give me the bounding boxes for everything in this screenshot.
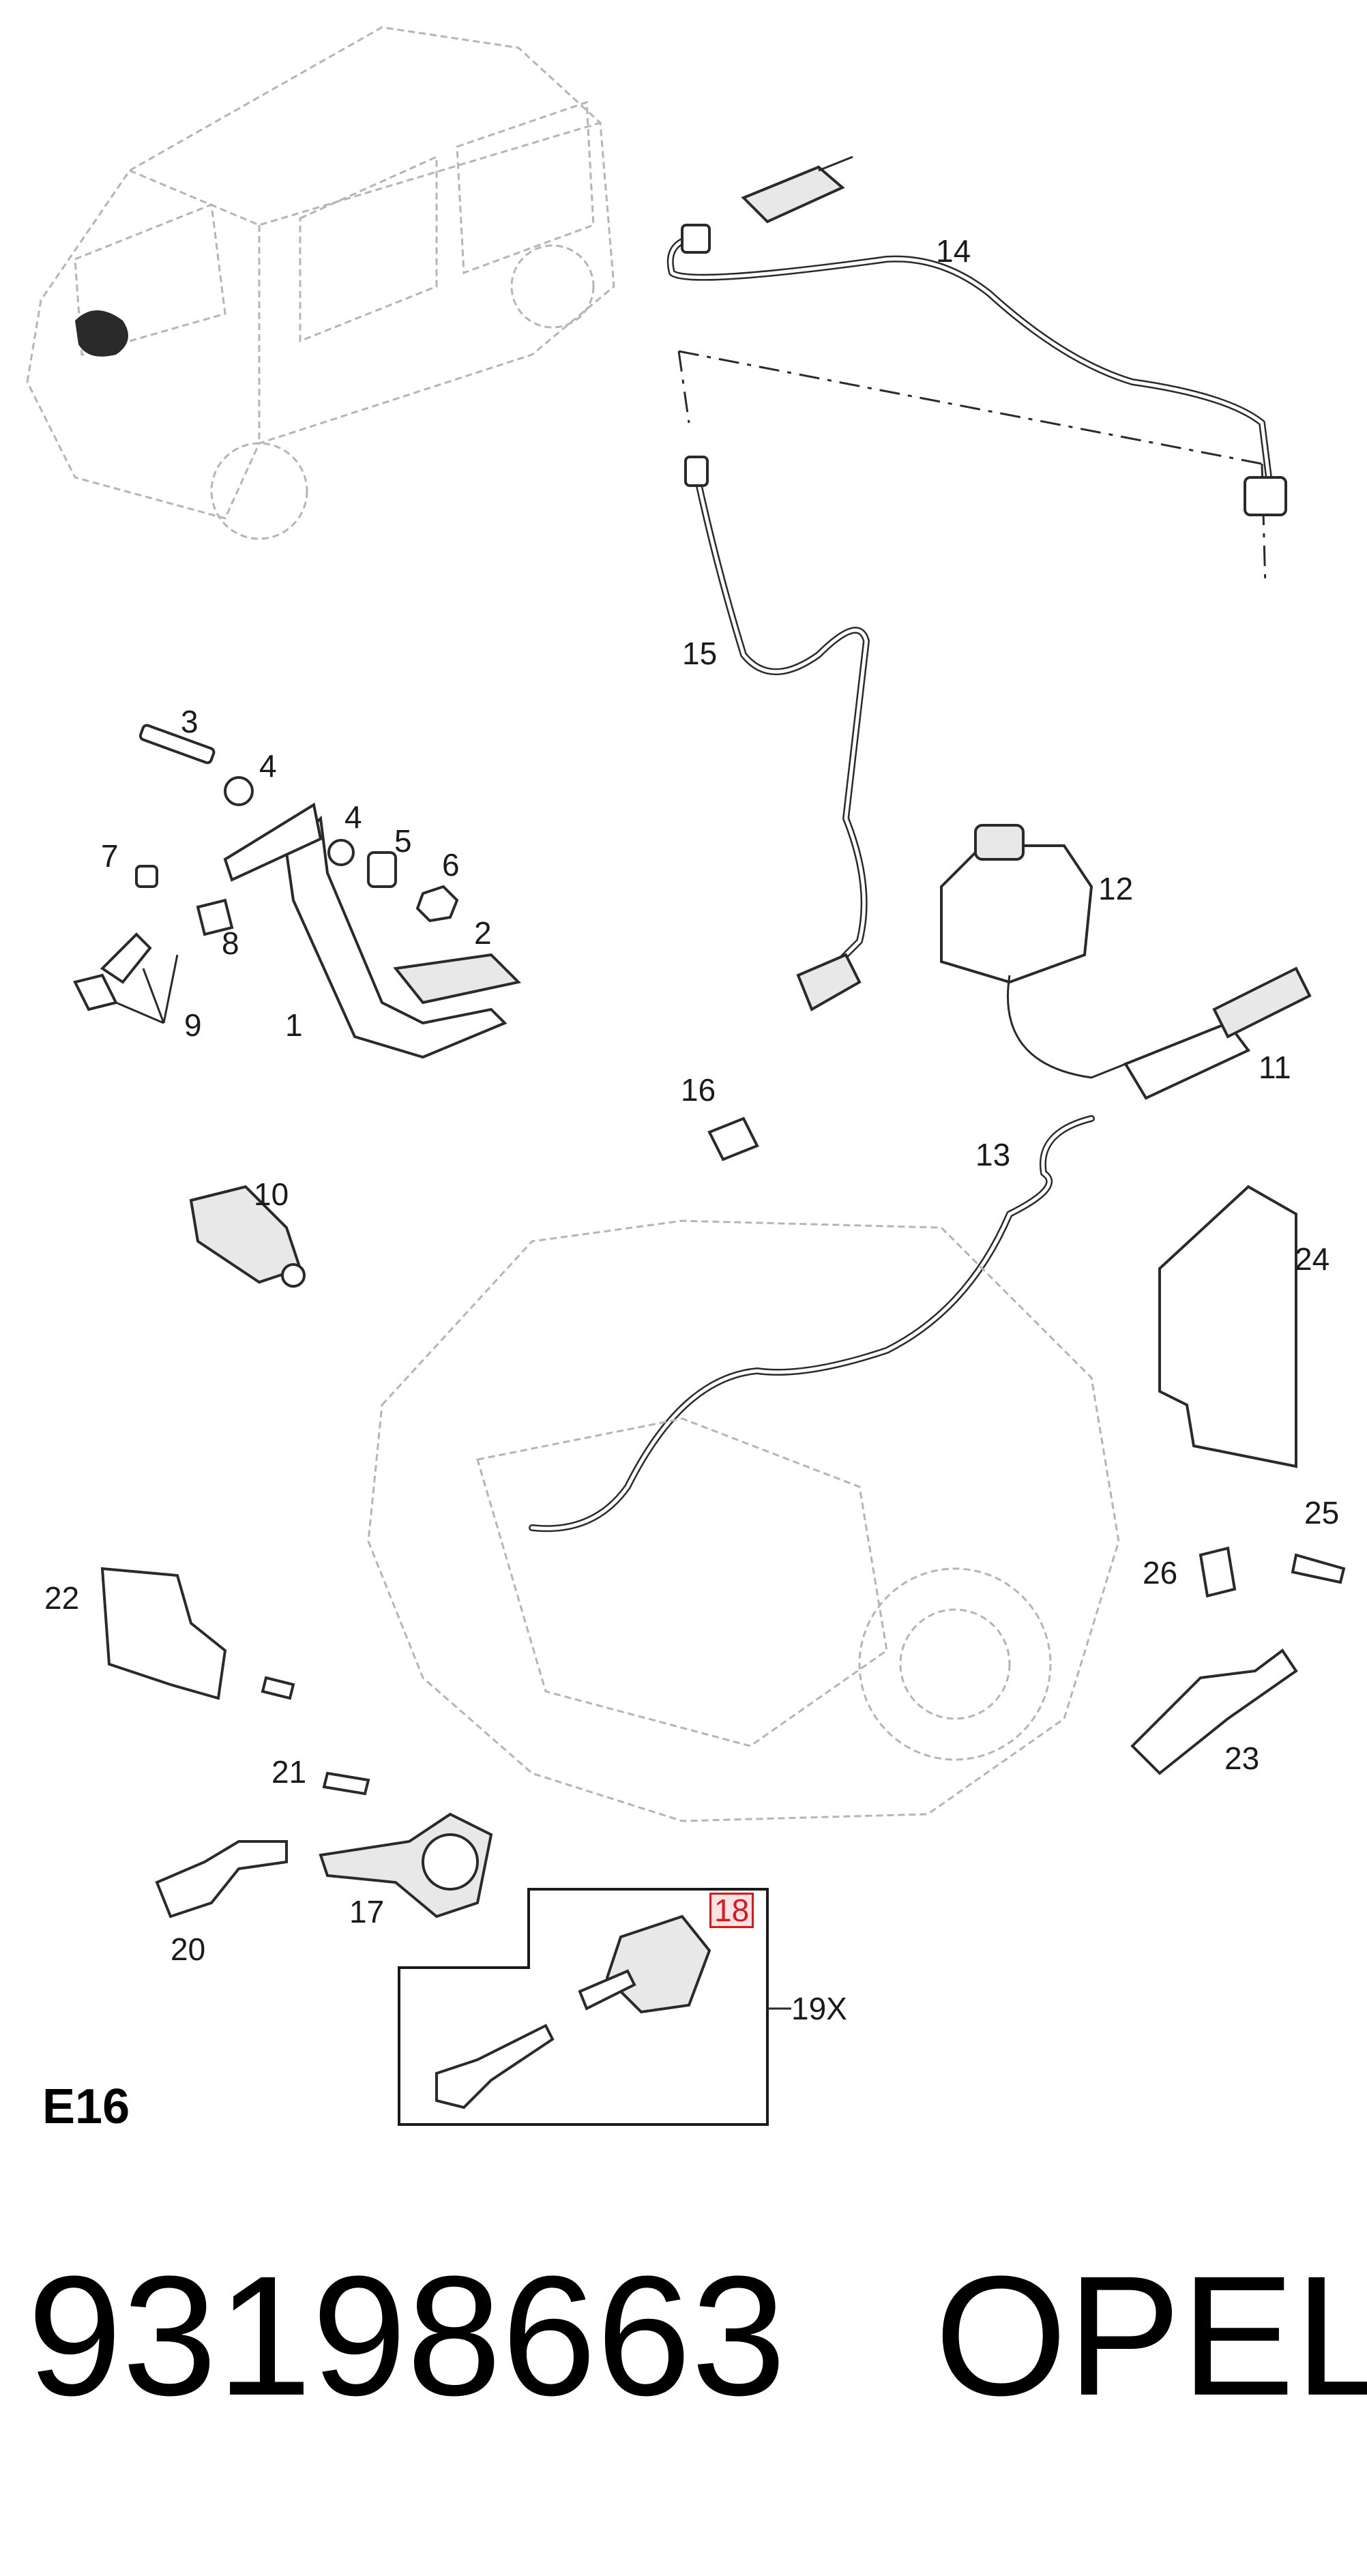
callout-13: 13 — [975, 1137, 1011, 1172]
callout-11: 11 — [1259, 1050, 1291, 1085]
brand-name: OPEL — [935, 2240, 1367, 2431]
callout-10: 10 — [254, 1176, 289, 1212]
pipe-15 — [684, 456, 870, 1011]
callout-23: 23 — [1224, 1741, 1260, 1776]
part-number: 93198663 — [27, 2240, 787, 2431]
shield-22 — [100, 1567, 227, 1700]
reference-line — [677, 350, 1267, 587]
callout-8: 8 — [222, 926, 239, 961]
shield-22-bolt — [261, 1676, 295, 1700]
bracket-24 — [1158, 1185, 1297, 1468]
reservoir-and-master-cylinder — [940, 824, 1312, 1100]
switch-10 — [189, 1185, 306, 1288]
pedal-assembly — [73, 724, 522, 1059]
callout-15: 15 — [682, 636, 718, 671]
callout-5: 5 — [394, 823, 412, 859]
callout-1: 1 — [285, 1007, 303, 1043]
callout-24: 24 — [1295, 1241, 1330, 1277]
callout-6: 6 — [442, 847, 460, 883]
kit-19x-box — [398, 1888, 791, 2126]
slave-cylinder-17 — [155, 1812, 493, 1919]
bolt-25 — [1291, 1553, 1346, 1584]
pipe-13 — [529, 1115, 1095, 1533]
callout-21: 21 — [271, 1754, 307, 1790]
callout-4-upper: 4 — [259, 748, 277, 784]
callout-3: 3 — [181, 704, 199, 739]
gearbox-outline — [367, 1219, 1120, 1822]
callout-26: 26 — [1143, 1555, 1178, 1590]
clip-16 — [707, 1116, 759, 1161]
callout-9: 9 — [184, 1007, 202, 1043]
callout-2: 2 — [474, 915, 492, 951]
callout-14: 14 — [936, 233, 971, 269]
callout-7: 7 — [101, 838, 119, 874]
callout-25: 25 — [1304, 1495, 1340, 1530]
clip-26 — [1199, 1546, 1237, 1598]
callout-17: 17 — [349, 1894, 385, 1929]
diagram-code: E16 — [42, 2079, 130, 2134]
bolt-21 — [322, 1771, 370, 1796]
callout-19x: 19X — [791, 1991, 847, 2026]
vehicle-outline — [26, 26, 615, 540]
callout-12: 12 — [1098, 871, 1134, 906]
callout-16: 16 — [681, 1072, 716, 1108]
callout-4-lower: 4 — [344, 799, 362, 835]
pipe-14 — [666, 156, 1287, 516]
callout-20: 20 — [171, 1931, 206, 1967]
callout-22: 22 — [44, 1580, 80, 1616]
bracket-23 — [1130, 1648, 1298, 1775]
callout-18[interactable]: 18 — [709, 1893, 754, 1928]
